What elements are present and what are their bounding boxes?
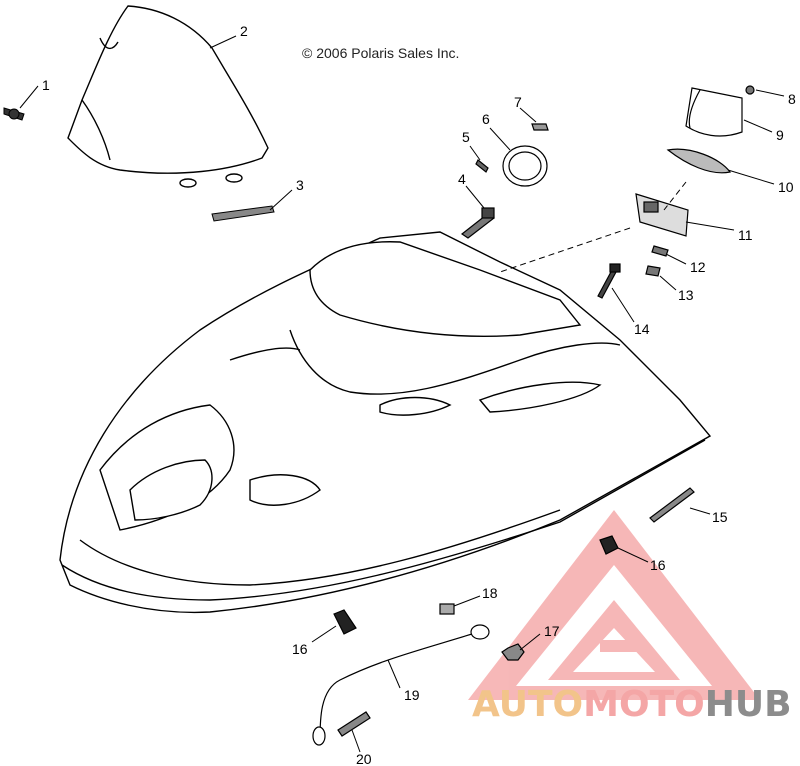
callout-20: 20	[356, 751, 372, 766]
callout-7: 7	[514, 94, 522, 110]
callout-9: 9	[776, 127, 784, 143]
callout-18: 18	[482, 585, 498, 601]
strip-part-3	[211, 205, 275, 222]
callout-10: 10	[778, 179, 794, 195]
callout-3: 3	[296, 177, 304, 193]
leader-lines	[19, 35, 785, 753]
callout-6: 6	[482, 111, 490, 127]
watermark-part-hub: HUB	[704, 684, 792, 725]
copyright-text: © 2006 Polaris Sales Inc.	[302, 45, 460, 61]
windshield-part	[67, 5, 269, 188]
callout-19: 19	[404, 687, 420, 703]
watermark-part-moto: MOTO	[583, 684, 705, 725]
callout-17: 17	[544, 623, 560, 639]
callout-14: 14	[634, 321, 650, 337]
callout-1: 1	[42, 77, 50, 93]
small-parts	[312, 85, 755, 746]
callout-12: 12	[690, 259, 706, 275]
callout-16-left: 16	[292, 641, 308, 657]
callout-2: 2	[240, 23, 248, 39]
watermark-text: AUTOMOTOHUB	[472, 684, 792, 725]
hood-body	[59, 231, 712, 614]
callout-4: 4	[458, 171, 466, 187]
callout-11: 11	[738, 227, 753, 243]
callout-5: 5	[462, 129, 470, 145]
callout-13: 13	[678, 287, 694, 303]
watermark-part-auto: AUTO	[472, 684, 584, 725]
screw-part-1	[3, 107, 25, 121]
watermark-logo	[468, 510, 760, 700]
callout-15: 15	[712, 509, 728, 525]
callout-16-right: 16	[650, 557, 666, 573]
callout-8: 8	[788, 91, 796, 107]
